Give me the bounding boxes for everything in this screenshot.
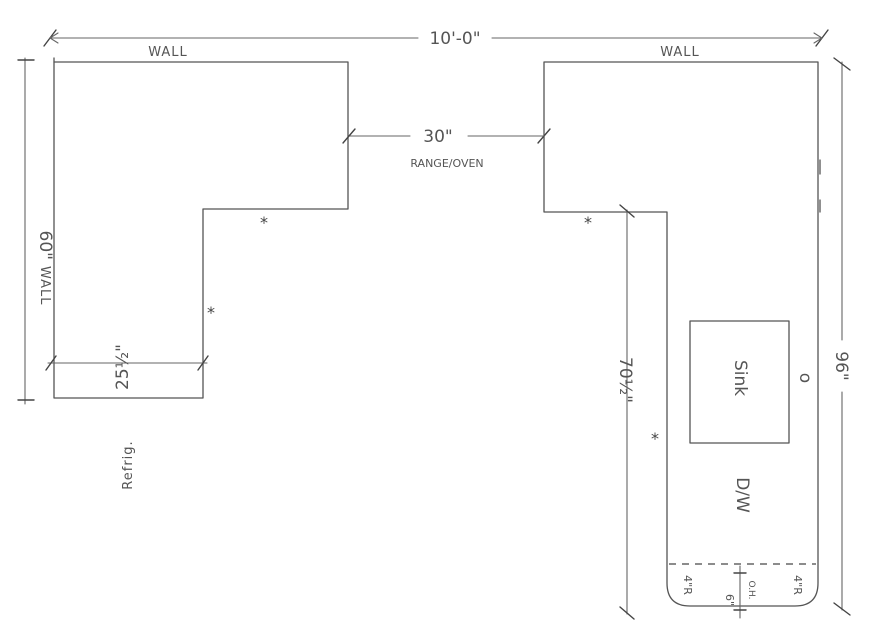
left-counter-width-label: 25½" (113, 344, 133, 390)
sink-outline (689, 320, 790, 444)
right-height-label: 96" (831, 351, 851, 380)
left-depth-wall-label: WALL (37, 266, 52, 306)
overhang-dimension: 6" O.H. (723, 565, 756, 619)
sink-label: Sink (730, 360, 750, 396)
overhang-abbrev-label: O.H. (746, 580, 756, 599)
right-counter-outline (543, 61, 819, 607)
range-dimension: 30" RANGE/OVEN (342, 127, 551, 170)
dishwasher-label: D/W (732, 477, 752, 513)
left-depth-dimension: 60" WALL (17, 57, 55, 405)
seam-marker-right-side: * (651, 429, 659, 448)
right-height-dimension: 96" (831, 57, 851, 616)
faucet-marker: o (795, 373, 815, 383)
overall-width-label: 10'-0" (429, 29, 480, 49)
left-depth-number: 60" (35, 231, 55, 260)
peninsula-length-dimension: 70½" (615, 204, 635, 620)
seam-marker-left-top: * (260, 213, 268, 232)
wall-label-top-right: WALL (660, 45, 700, 60)
radius-left-label: 4"R (681, 575, 694, 595)
left-counter-width-dimension: 25½" (45, 344, 209, 390)
overhang-depth-label: 6" (723, 594, 736, 606)
refrigerator-label: Refrig. (121, 440, 136, 489)
seam-marker-left-side: * (207, 303, 215, 322)
range-width-label: 30" (423, 127, 452, 147)
wall-label-top-left: WALL (148, 45, 188, 60)
overall-width-dimension: 10'-0" (43, 29, 829, 49)
left-counter-outline (53, 61, 349, 399)
seam-marker-right-top: * (584, 213, 592, 232)
peninsula-length-label: 70½" (615, 357, 635, 403)
radius-right-label: 4"R (791, 575, 804, 595)
range-oven-label: RANGE/OVEN (410, 157, 483, 170)
